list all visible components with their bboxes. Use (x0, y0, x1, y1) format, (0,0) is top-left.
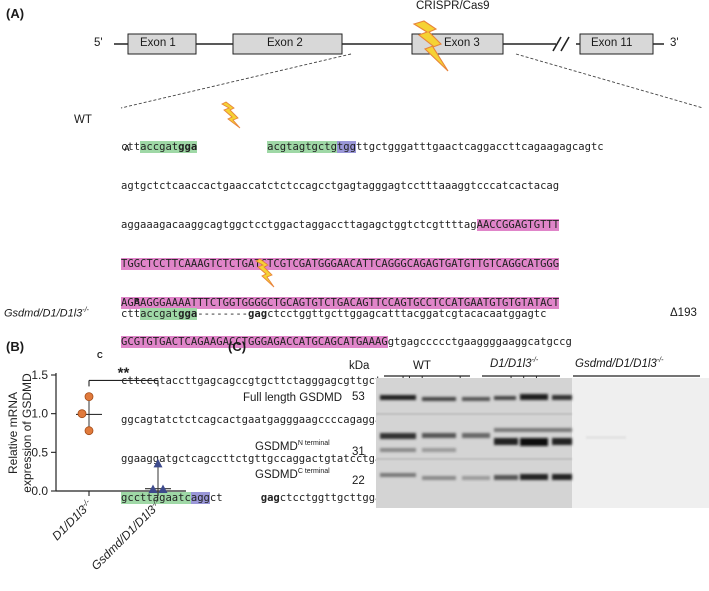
seq-line-1: cttaccgatgga acgtagtgctgtggttgctgggatttg… (121, 141, 604, 153)
break-mark (552, 36, 562, 52)
x-tick-label: Gsdmd/D1/D1l3-/- (89, 497, 165, 573)
y-tick-label: 0.5 (31, 445, 48, 459)
data-point (84, 426, 94, 436)
exon-11-label: Exon 11 (591, 37, 633, 49)
kda-22-label: 22 (352, 475, 365, 487)
exon-1-label: Exon 1 (140, 37, 176, 49)
gene-schematic (114, 20, 704, 109)
seq-line-5: AGAAGGGAAAATTTCTGGTGGGGCTGCAGTGTCTGACAGT… (121, 297, 560, 309)
kda-53-label: 53 (352, 391, 365, 403)
y-axis-label-line2: expression of GSDMD (20, 373, 34, 493)
ko-sgrna-highlight: accgat (140, 308, 179, 320)
ko-seq-label: Gsdmd/D1/D1l3-/- (4, 307, 89, 320)
sgrna-3b-highlight: gccttagaatc (121, 492, 191, 504)
pam-2-highlight: tgg (336, 141, 357, 153)
sgrna-1-highlight: accgat (140, 141, 179, 153)
kda-label: kDa (349, 360, 370, 372)
zoom-line-right (515, 53, 704, 109)
exon-2-box (232, 33, 343, 55)
group-underlines (384, 375, 700, 377)
y-axis-label: Relative mRNA (6, 392, 20, 474)
seq-line-4: TGGCTCCTTCAAAGTCTCTGATGTCGTCGATGGGAACATT… (121, 258, 560, 270)
group-d1-label: D1/D1l3-/- (490, 357, 539, 370)
data-point (158, 484, 168, 493)
row-n-terminal-label: GSDMDN terminal (255, 440, 330, 453)
exon-11-box (579, 33, 654, 55)
row-full-length-label: Full length GSDMD (243, 391, 343, 404)
panel-b-label: (B) (6, 339, 25, 354)
zoom-line-left (120, 53, 352, 109)
exon-3-label: Exon 3 (444, 37, 480, 49)
group-gsdmd-label: Gsdmd/D1/D1l3-/- (575, 357, 664, 370)
data-point (84, 392, 94, 402)
pam-1-bold: gga (178, 141, 198, 153)
y-tick-label: 1.0 (31, 407, 48, 421)
group-wt-label: WT (413, 360, 431, 372)
panel-c-label: (C) (228, 339, 247, 354)
western-blot-image (376, 378, 709, 508)
y-tick-label: 1.5 (31, 368, 48, 382)
seq-line-6: GCGTGTGACTCAGAAGACCTGGGAGACCATGCAGCATGAA… (121, 336, 572, 348)
significance-stars: ** (118, 364, 130, 381)
data-point (148, 484, 158, 493)
cut-site-2-icon (255, 258, 275, 288)
pam-3-highlight: agg (190, 492, 210, 504)
x-tick-label: D1/D1l3-/- (49, 497, 95, 543)
kda-31-label: 31 (352, 446, 365, 458)
exon-seq-highlight: AACCGGAGTGTTT (476, 219, 560, 231)
deletion-size-label: Δ193 (670, 307, 697, 319)
marker-b: B (134, 297, 140, 306)
exon-2-label: Exon 2 (267, 37, 303, 49)
cut-site-1-icon (221, 101, 241, 129)
row-c-terminal-label: GSDMDC terminal (255, 468, 330, 481)
marker-a: A (124, 144, 130, 153)
panel-a-label: (A) (6, 6, 25, 21)
deletion-dashes: -------- (197, 308, 249, 320)
sgrna-2-highlight: acgtagtgctg (267, 141, 337, 153)
three-prime-label: 3' (670, 37, 679, 49)
wt-seq-label: WT (74, 114, 92, 126)
marker-c: C (97, 351, 103, 360)
crispr-label: CRISPR/Cas9 (416, 0, 490, 12)
ko-sequence: cttaccgatgga--------gagctcctggttgcttggag… (121, 308, 547, 320)
five-prime-label: 5' (94, 37, 103, 49)
data-point (153, 458, 163, 468)
exon-1-box (127, 33, 197, 55)
crispr-lightning-icon (412, 20, 449, 72)
data-point (77, 409, 87, 419)
seq-line-3: aggaaagacaaggcagtggctcctggactaggaccttaga… (121, 219, 560, 231)
seq-line-2: agtgctctcaaccactgaaccatctctccagcctgagtag… (121, 180, 560, 192)
y-tick-label: 0.0 (31, 484, 48, 498)
